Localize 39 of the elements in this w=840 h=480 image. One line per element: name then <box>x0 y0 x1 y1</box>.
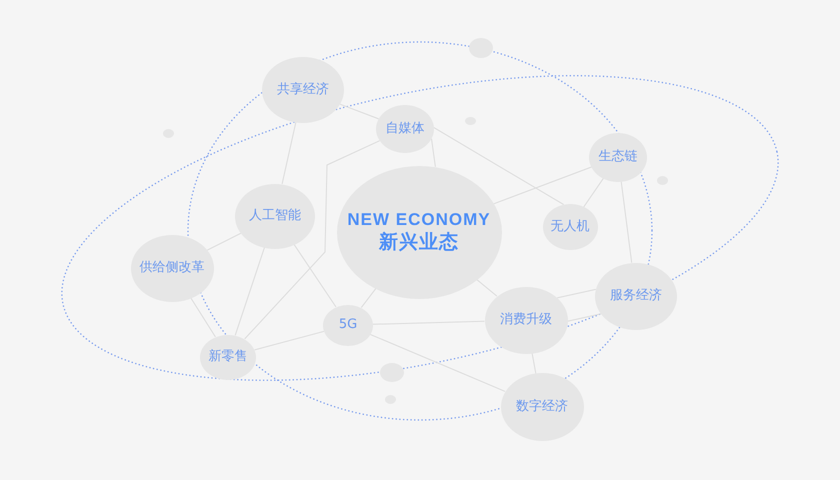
topic-label: 新零售 <box>208 349 248 365</box>
topic-label: 生态链 <box>598 149 638 165</box>
connector-line <box>244 140 380 340</box>
connector-line <box>294 244 336 308</box>
topic-circle <box>323 304 373 346</box>
small-circle <box>380 362 404 382</box>
connector-line <box>476 279 498 297</box>
connector-line <box>433 127 564 206</box>
connector-line <box>620 180 632 264</box>
topic-label: 无人机 <box>550 219 590 235</box>
connector-line <box>370 334 506 392</box>
connector-line <box>206 232 242 251</box>
heading-text: NEW ECONOMY <box>347 210 491 230</box>
connector-line <box>254 330 325 350</box>
connector-line <box>372 320 485 325</box>
connector-line <box>431 138 436 168</box>
small-circle <box>469 38 493 58</box>
topic-label: 服务经济 <box>610 288 662 304</box>
topic-circle <box>542 204 598 250</box>
connector-line <box>532 352 536 374</box>
topic-circle <box>200 334 256 380</box>
subtitle-text: 新兴业态 <box>379 230 459 254</box>
connector-line <box>282 122 296 184</box>
topic-label: 5G <box>338 317 358 333</box>
topic-label: 共享经济 <box>277 82 329 98</box>
connector-line <box>190 297 216 338</box>
connector-line <box>493 166 592 204</box>
topic-label: 自媒体 <box>386 121 424 137</box>
connector-line <box>234 246 265 336</box>
connector-line <box>583 178 604 208</box>
connector-line <box>567 313 602 322</box>
connector-line <box>340 104 380 120</box>
topic-circle <box>376 105 434 153</box>
topic-label: 供给侧改革 <box>140 260 204 276</box>
connector-line <box>556 288 596 298</box>
connector-line <box>360 288 376 308</box>
topic-label: 数字经济 <box>516 399 568 415</box>
topic-label: 人工智能 <box>249 208 301 224</box>
topic-label: 消费升级 <box>500 312 552 328</box>
